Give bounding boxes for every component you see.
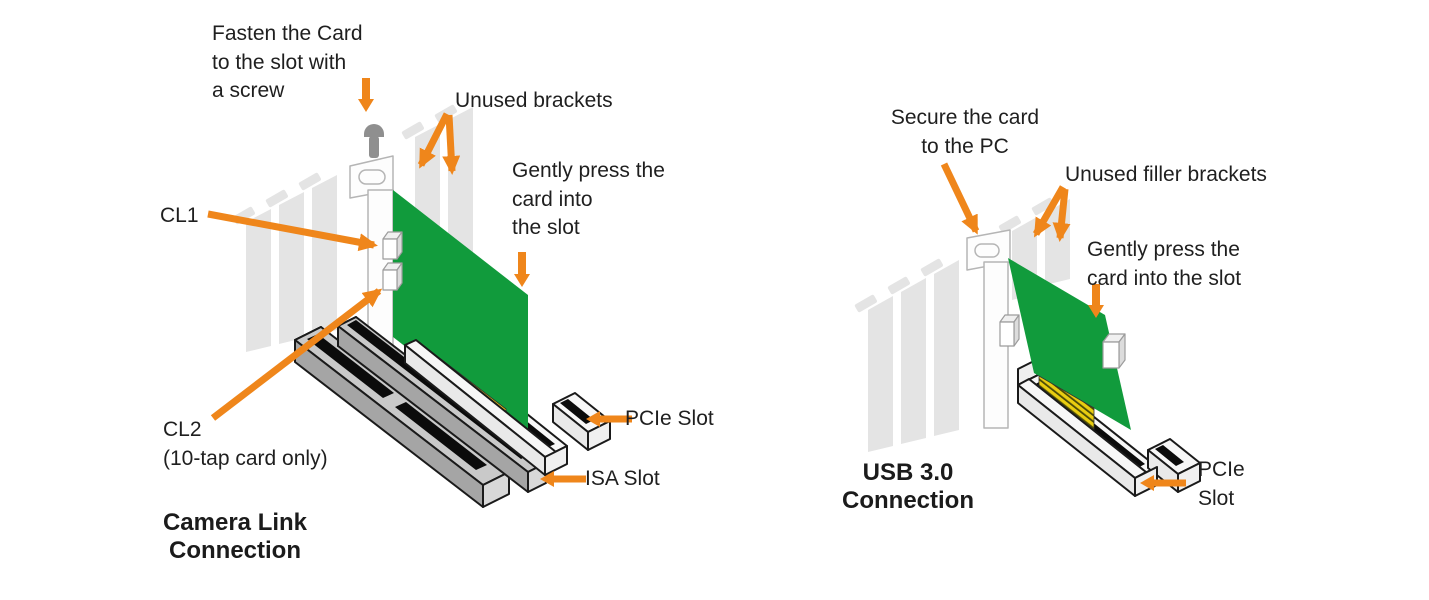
label-cl1: CL1	[160, 204, 199, 227]
fasten-down-arrow	[358, 78, 374, 112]
usb-board-connector	[1102, 333, 1126, 369]
label-secure-card: Secure the card to the PC	[890, 106, 1040, 158]
screw-icon	[364, 124, 384, 158]
unused-brackets-arrow-2	[442, 114, 461, 175]
isa-left-arrow	[540, 471, 586, 487]
unused-brackets-arrow-1	[417, 112, 451, 169]
label-unused-filler-brackets: Unused filler brackets	[1065, 163, 1267, 186]
label-unused-brackets: Unused brackets	[455, 89, 613, 112]
usb-bracket-connector	[999, 314, 1020, 347]
pcie-left-arrow-right	[1140, 475, 1186, 491]
arrows-right	[940, 162, 1186, 491]
card-bracket-right	[966, 229, 1011, 429]
label-pcie-slot-right: PCIe Slot	[1198, 458, 1245, 510]
cl2-connector	[382, 262, 403, 291]
cl1-connector	[382, 231, 403, 260]
arrows-left	[207, 78, 632, 487]
pcie-left-arrow	[586, 411, 632, 427]
label-gently-press-right: Gently press the card into the slot	[1087, 238, 1242, 290]
unused-filler-arrow-2	[1052, 188, 1071, 242]
secure-card-arrow	[940, 162, 980, 235]
pcie-slot-1-left-front	[404, 339, 568, 476]
label-gently-press-left: Gently press the card into the slot	[512, 159, 665, 240]
caption-camera-link: Camera Link Connection	[162, 509, 308, 565]
caption-usb3: USB 3.0 Connection	[842, 459, 974, 515]
label-isa-slot: ISA Slot	[585, 467, 660, 490]
unused-filler-arrow-1	[1032, 185, 1067, 238]
cl2-arrow	[210, 288, 383, 421]
label-fasten-card: Fasten the Card to the slot with a screw	[212, 22, 363, 103]
label-pcie-slot-left: PCIe Slot	[625, 407, 714, 430]
gently-press-down-arrow-right	[1088, 284, 1104, 318]
gently-press-down-arrow-left	[514, 252, 530, 287]
label-cl2: CL2 (10-tap card only)	[163, 418, 328, 470]
cl1-arrow	[207, 210, 378, 252]
